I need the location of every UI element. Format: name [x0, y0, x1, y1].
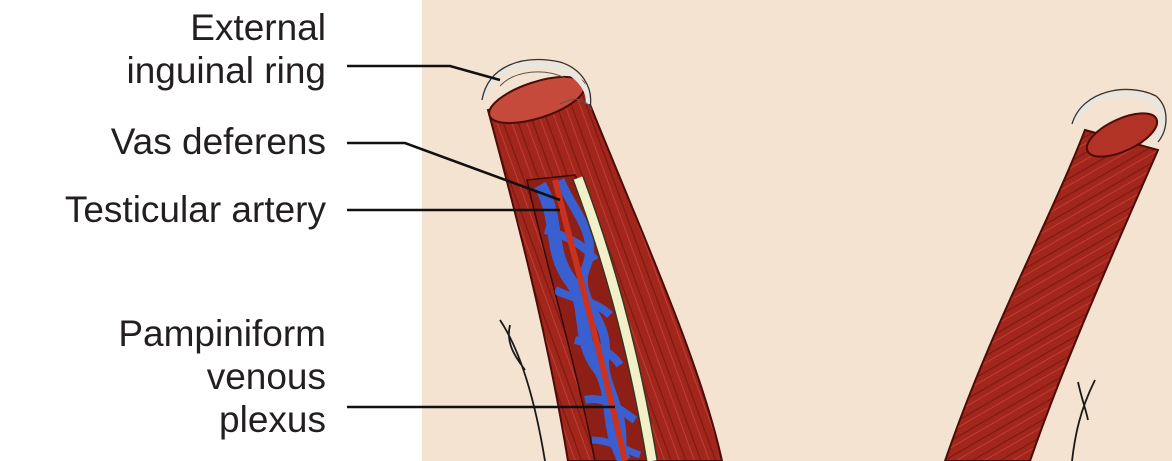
- label-testicular-artery: Testicular artery: [65, 188, 326, 231]
- label-pampiniform-venous-plexus: Pampiniform venous plexus: [118, 312, 326, 441]
- label-external-inguinal-ring: External inguinal ring: [126, 6, 326, 92]
- label-vas-deferens: Vas deferens: [111, 120, 326, 163]
